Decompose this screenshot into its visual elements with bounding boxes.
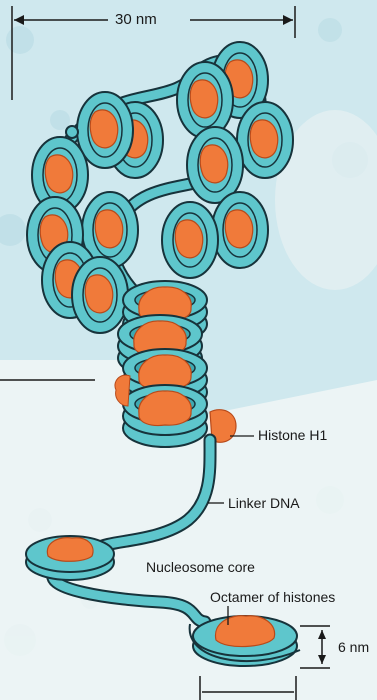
scale-label-30nm: 30 nm	[115, 12, 157, 27]
linker-dna-label: Linker DNA	[228, 496, 300, 510]
scale-label-6nm: 6 nm	[338, 640, 369, 654]
fiber-end-cap	[66, 126, 78, 138]
nucleosome-core-label: Nucleosome core	[146, 560, 255, 574]
histone-h1-label: Histone H1	[258, 428, 327, 442]
octamer-nucleosome	[190, 616, 300, 666]
octamer-label: Octamer of histones	[210, 590, 335, 604]
nucleosome-core-single	[26, 536, 114, 580]
